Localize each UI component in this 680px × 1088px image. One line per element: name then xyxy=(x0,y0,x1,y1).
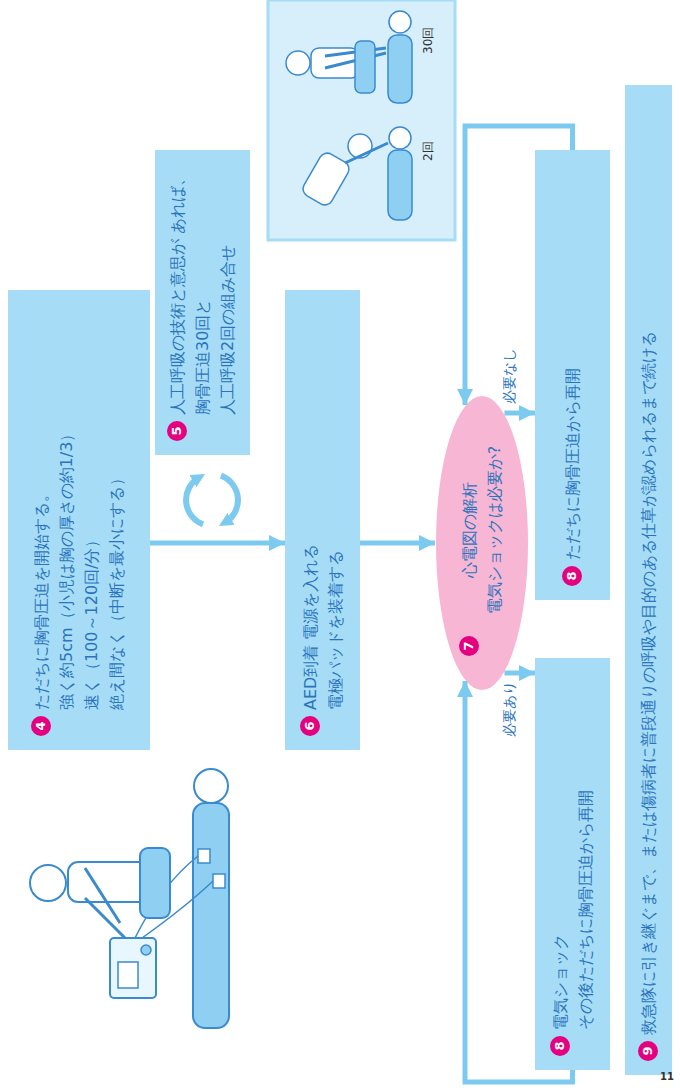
step-number: 8 xyxy=(550,1036,570,1056)
patient-head xyxy=(194,769,228,803)
step-text: ただちに胸骨圧迫から再開 xyxy=(560,368,585,560)
step-detail: 絶え間なく（中断を最小にする） xyxy=(104,304,129,736)
node-heading: 5 人工呼吸の技術と意思が あれば、胸骨圧迫30回と 人工呼吸2回の組み合せ xyxy=(165,164,240,441)
process-box: 6 AED到着 電源を入れる 電極パッドを装着する xyxy=(285,290,360,750)
node-heading: 4 ただちに胸骨圧迫を開始する。 xyxy=(29,304,54,736)
page-number: 11 xyxy=(660,1071,674,1082)
step-number: 7 xyxy=(459,636,479,656)
process-box: 4 ただちに胸骨圧迫を開始する。強く約5cm（小児は胸の厚さの約1/3）速く（10… xyxy=(8,290,150,750)
flow-arrow xyxy=(360,541,435,546)
rescuer-legs xyxy=(140,848,170,918)
process-box: 5 人工呼吸の技術と意思が あれば、胸骨圧迫30回と 人工呼吸2回の組み合せ xyxy=(155,150,250,455)
aed-screen xyxy=(118,962,138,988)
node-heading: 8 電気ショック その後ただちに胸骨圧迫から再開 xyxy=(548,672,598,1056)
process-box: 9 救急隊に引き継ぐまで、または傷病者に普段通りの呼吸や目的のある仕草が認められる… xyxy=(625,85,672,1075)
step-text: ただちに胸骨圧迫を開始する。 xyxy=(29,486,54,710)
rescuer-body xyxy=(300,150,352,208)
step-text: AED到着 電源を入れる 電極パッドを装着する xyxy=(298,480,348,710)
edge-label: 必要あり xyxy=(500,681,518,761)
ellipse-outline xyxy=(435,395,529,691)
step-text: 心電図の解析 電気ショックは必要か? xyxy=(457,430,507,630)
rescuer-legs xyxy=(355,41,375,93)
patient-body xyxy=(388,150,412,220)
rescuer-arms xyxy=(85,868,125,938)
electrode-pad xyxy=(198,849,210,863)
flow-arrow xyxy=(504,411,535,416)
rescuer-body xyxy=(68,862,150,902)
step-number: 6 xyxy=(300,716,320,736)
flow-arrow xyxy=(465,126,573,405)
patient-body xyxy=(193,803,229,1028)
step-text: 救急隊に引き継ぐまで、または傷病者に普段通りの呼吸や目的のある仕草が認められるま… xyxy=(636,331,661,1035)
process-box: 8 ただちに胸骨圧迫から再開 xyxy=(535,150,610,600)
node-heading: 7 心電図の解析 電気ショックは必要か? xyxy=(457,430,507,656)
flow-arrow xyxy=(150,541,285,546)
step-number: 9 xyxy=(638,1041,658,1061)
ellipse-shape xyxy=(436,396,528,690)
patient-body xyxy=(388,35,412,103)
decision-ellipse: 7 心電図の解析 電気ショックは必要か? xyxy=(435,395,529,691)
rescuer-head xyxy=(30,865,66,901)
rescuer-arm xyxy=(345,143,388,163)
aed-button xyxy=(141,945,151,955)
cycle-arrow xyxy=(186,478,203,525)
cycle-arrow xyxy=(221,476,238,523)
flow-arrow xyxy=(465,681,573,1082)
step-detail: 強く約5cm（小児は胸の厚さの約1/3） xyxy=(54,304,79,736)
step-detail: 速く（100～120回/分） xyxy=(79,304,104,736)
patient-head xyxy=(389,127,411,149)
patient-head xyxy=(389,11,411,33)
step-text: 人工呼吸の技術と意思が あれば、胸骨圧迫30回と 人工呼吸2回の組み合せ xyxy=(165,164,240,415)
node-heading: 6 AED到着 電源を入れる 電極パッドを装着する xyxy=(298,304,348,736)
edge-label: 必要なし xyxy=(500,324,518,404)
count-label: 30回 xyxy=(420,27,437,54)
flow-arrow xyxy=(504,671,535,676)
electrode-pad xyxy=(213,874,225,888)
illustration-panel xyxy=(268,0,455,240)
step-text: 電気ショック その後ただちに胸骨圧迫から再開 xyxy=(548,730,598,1030)
step-number: 4 xyxy=(31,716,51,736)
step-number: 8 xyxy=(562,566,582,586)
step-number: 5 xyxy=(167,421,187,441)
node-heading: 8 ただちに胸骨圧迫から再開 xyxy=(560,164,585,586)
process-box: 8 電気ショック その後ただちに胸骨圧迫から再開 xyxy=(535,658,610,1070)
aed-unit xyxy=(110,938,156,998)
rescuer-head xyxy=(286,51,310,75)
count-label: 2回 xyxy=(420,141,437,161)
node-heading: 9 救急隊に引き継ぐまで、または傷病者に普段通りの呼吸や目的のある仕草が認められる… xyxy=(636,99,661,1061)
